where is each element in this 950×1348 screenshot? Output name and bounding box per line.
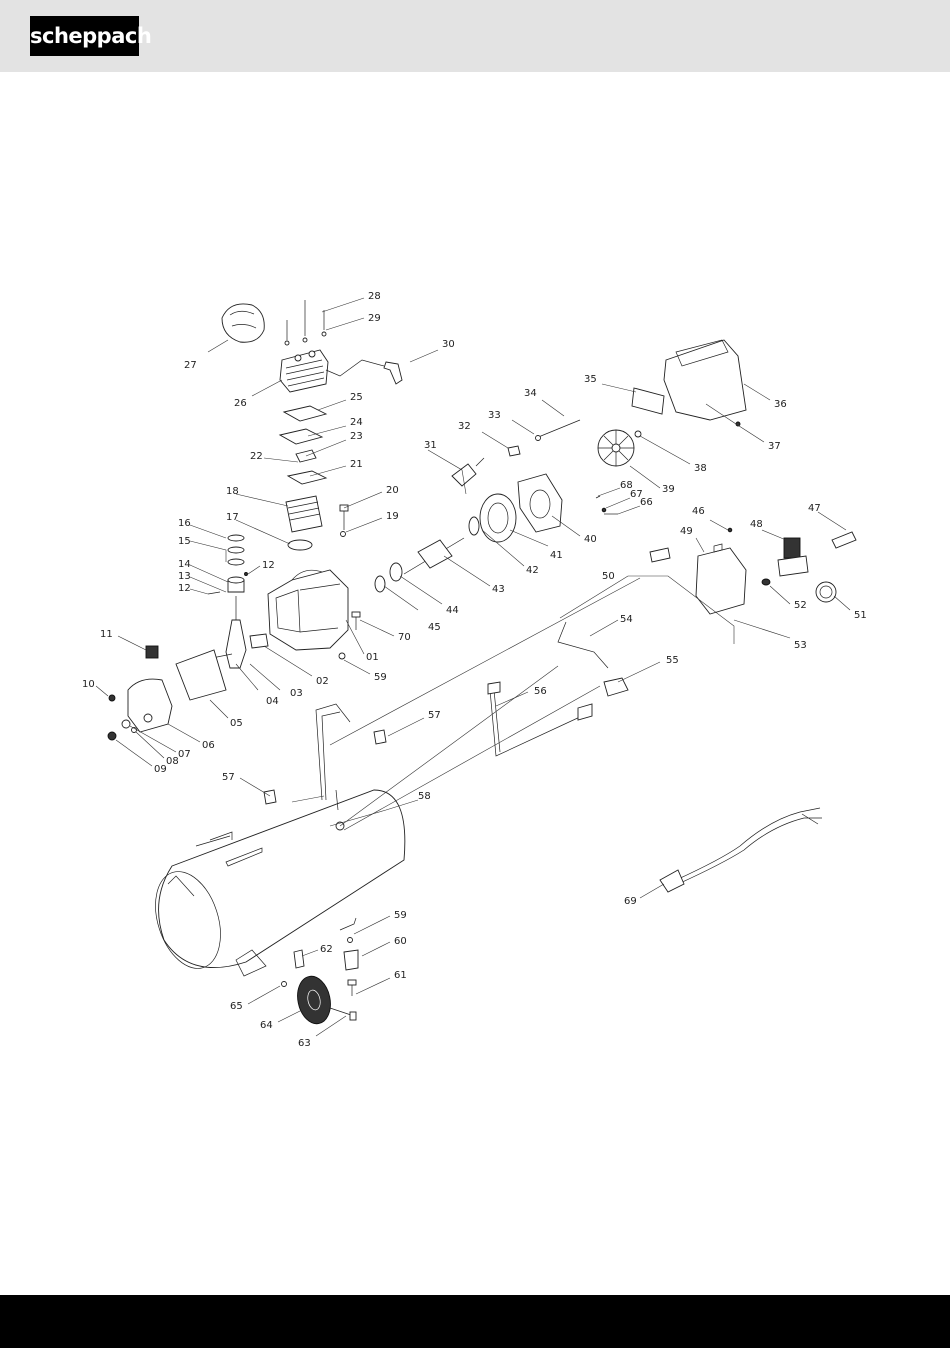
part-label-30: 30 xyxy=(442,339,455,350)
part-label-40: 40 xyxy=(584,534,597,545)
part-label-26: 26 xyxy=(234,398,247,409)
crankcase-cover-part xyxy=(128,679,172,732)
part-label-12b: 12 xyxy=(262,560,275,571)
page-footer-bar xyxy=(0,1295,950,1348)
part-label-37: 37 xyxy=(768,441,781,452)
part-label-57a: 57 xyxy=(428,710,441,721)
part-label-17: 17 xyxy=(226,512,239,523)
part-label-25: 25 xyxy=(350,392,363,403)
part-label-41: 41 xyxy=(550,550,563,561)
part-label-39: 39 xyxy=(662,484,675,495)
part-label-18: 18 xyxy=(226,486,239,497)
part-label-50: 50 xyxy=(602,571,615,582)
pressure-line-54 xyxy=(558,622,608,668)
part-label-66: 66 xyxy=(640,497,653,508)
motor-stator-part xyxy=(480,494,516,542)
part-label-16: 16 xyxy=(178,518,191,529)
part-label-05: 05 xyxy=(230,718,243,729)
part-label-54: 54 xyxy=(620,614,633,625)
motor-rotor-part xyxy=(404,538,464,574)
pressure-regulator-part xyxy=(778,538,808,576)
part-label-63: 63 xyxy=(298,1038,311,1049)
part-label-10: 10 xyxy=(82,679,95,690)
part-label-60: 60 xyxy=(394,936,407,947)
part-label-09: 09 xyxy=(154,764,167,775)
part-label-24: 24 xyxy=(350,417,363,428)
fan-cover-part xyxy=(664,340,746,420)
part-label-43: 43 xyxy=(492,584,505,595)
part-label-52: 52 xyxy=(794,600,807,611)
part-label-62: 62 xyxy=(320,944,333,955)
part-label-70: 70 xyxy=(398,632,411,643)
part-label-08: 08 xyxy=(166,756,179,767)
part-label-13: 13 xyxy=(178,571,191,582)
part-label-22: 22 xyxy=(250,451,263,462)
part-label-44: 44 xyxy=(446,605,459,616)
part-label-21: 21 xyxy=(350,459,363,470)
part-label-11: 11 xyxy=(100,629,113,640)
part-label-34: 34 xyxy=(524,388,537,399)
part-label-35: 35 xyxy=(584,374,597,385)
part-label-32: 32 xyxy=(458,421,471,432)
elbow-pipe-line xyxy=(326,360,384,376)
part-label-36: 36 xyxy=(774,399,787,410)
part-label-58: 58 xyxy=(418,791,431,802)
part-label-23: 23 xyxy=(350,431,363,442)
part-label-06: 06 xyxy=(202,740,215,751)
cylinder-part xyxy=(286,496,322,532)
air-tank-part xyxy=(144,704,405,977)
part-label-48: 48 xyxy=(750,519,763,530)
part-label-12a: 12 xyxy=(178,583,191,594)
air-filter-part xyxy=(222,304,264,342)
part-label-28: 28 xyxy=(368,291,381,302)
power-cord-part xyxy=(660,808,822,892)
part-label-38: 38 xyxy=(694,463,707,474)
part-label-02: 02 xyxy=(316,676,329,687)
part-label-59a: 59 xyxy=(374,672,387,683)
part-label-03: 03 xyxy=(290,688,303,699)
part-label-04: 04 xyxy=(266,696,279,707)
valve-plate-stack xyxy=(280,406,326,484)
part-label-01: 01 xyxy=(366,652,379,663)
part-label-20: 20 xyxy=(386,485,399,496)
cooling-fan-part xyxy=(598,430,634,466)
part-label-61: 61 xyxy=(394,970,407,981)
part-label-46: 46 xyxy=(692,506,705,517)
crankcase-part xyxy=(268,570,348,650)
part-label-31: 31 xyxy=(424,440,437,451)
cylinder-head-part xyxy=(280,300,328,392)
part-label-14: 14 xyxy=(178,559,191,570)
part-label-19: 19 xyxy=(386,511,399,522)
part-label-51: 51 xyxy=(854,610,867,621)
wheel-part xyxy=(293,973,334,1027)
pressure-switch-part xyxy=(696,544,746,614)
part-label-64: 64 xyxy=(260,1020,273,1031)
part-label-29: 29 xyxy=(368,313,381,324)
part-label-15: 15 xyxy=(178,536,191,547)
part-label-27: 27 xyxy=(184,360,197,371)
outlet-pipe-56 xyxy=(490,690,582,756)
part-label-69: 69 xyxy=(624,896,637,907)
part-label-65: 65 xyxy=(230,1001,243,1012)
part-label-42: 42 xyxy=(526,565,539,576)
part-label-53: 53 xyxy=(794,640,807,651)
part-label-59b: 59 xyxy=(394,910,407,921)
part-label-56: 56 xyxy=(534,686,547,697)
part-label-33: 33 xyxy=(488,410,501,421)
part-label-57b: 57 xyxy=(222,772,235,783)
part-label-47: 47 xyxy=(808,503,821,514)
elbow-fitting-part xyxy=(384,362,402,384)
part-label-07: 07 xyxy=(178,749,191,760)
part-label-55: 55 xyxy=(666,655,679,666)
part-label-49: 49 xyxy=(680,526,693,537)
part-label-45: 45 xyxy=(428,622,441,633)
